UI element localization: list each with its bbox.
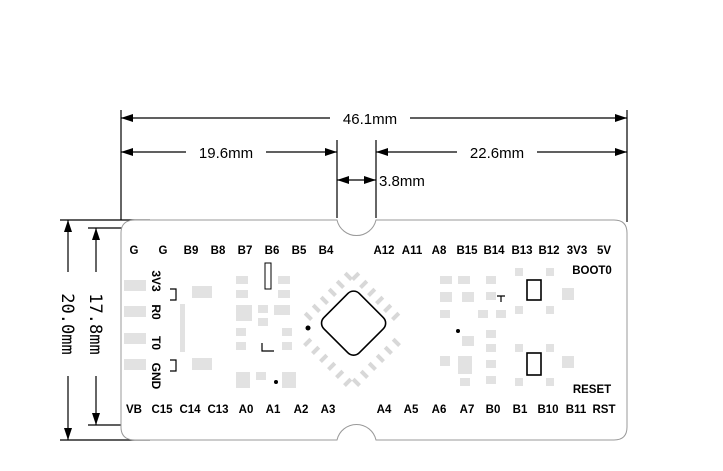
silk-mark — [261, 343, 274, 352]
reset-label: RESET — [573, 384, 611, 396]
boot0-button — [526, 279, 542, 301]
pin-label-top: 3V3 — [567, 245, 587, 257]
pin-label-bottom: A1 — [266, 404, 281, 416]
pin-label-top: A11 — [402, 245, 423, 257]
silk-t-mark — [497, 295, 505, 302]
pin-label-top: B6 — [265, 245, 280, 257]
dim-inner-height: 17.8mm — [85, 228, 105, 425]
pin-label-top: B14 — [483, 245, 505, 257]
pin-label-top: B4 — [319, 245, 334, 257]
pin-label-bottom: C13 — [207, 404, 228, 416]
dim-inner-height-label: 17.8mm — [85, 293, 105, 354]
dim-total-width: 46.1mm — [121, 108, 627, 128]
pin-label-side: GND — [149, 363, 163, 390]
pin-label-bottom: A4 — [377, 404, 392, 416]
dim-left-section: 19.6mm — [121, 142, 337, 162]
pin-label-top: B5 — [292, 245, 307, 257]
pin-label-bottom: B10 — [537, 404, 558, 416]
pin-label-bottom: C14 — [179, 404, 201, 416]
side-pads — [124, 280, 212, 370]
pin-label-top: B13 — [511, 245, 532, 257]
dim-right-section-label: 22.6mm — [470, 145, 524, 162]
dim-right-section: 22.6mm — [376, 142, 627, 162]
pin-label-top: 5V — [597, 245, 611, 257]
dot-marker — [274, 380, 278, 384]
side-pin-column: 3V3 R0 T0 GND — [149, 270, 163, 389]
pin-label-bottom: B0 — [486, 404, 501, 416]
pin-label-top: G — [130, 245, 139, 257]
pin-label-top: B8 — [211, 245, 226, 257]
pin-label-top: A12 — [373, 245, 394, 257]
pin-label-bottom: A7 — [460, 404, 475, 416]
dim-total-height-label: 20.0mm — [57, 293, 77, 354]
pin-label-top: B15 — [456, 245, 478, 257]
pin-label-bottom: C15 — [151, 404, 173, 416]
mcu-body — [320, 290, 387, 357]
pin-label-top: B12 — [538, 245, 559, 257]
pin-label-bottom: A5 — [404, 404, 419, 416]
side-bracket-bottom — [170, 359, 177, 372]
pin-label-bottom: B11 — [566, 404, 587, 416]
dim-left-section-label: 19.6mm — [199, 145, 253, 162]
pin1-dot — [305, 325, 311, 331]
pin-label-side: R0 — [149, 304, 163, 320]
pin-label-top: G — [159, 245, 168, 257]
pin-label-bottom: A6 — [432, 404, 447, 416]
reset-button — [526, 352, 542, 376]
side-bracket-top — [170, 288, 177, 301]
pin-label-side: 3V3 — [149, 270, 163, 292]
dim-total-height: 20.0mm — [57, 220, 77, 440]
top-pin-row: G G B9 B8 B7 B6 B5 B4 A12 A11 A8 B15 B14… — [130, 245, 612, 257]
left-components — [236, 262, 296, 388]
pin-label-bottom: B1 — [513, 404, 528, 416]
pin-label-bottom: A0 — [239, 404, 254, 416]
dot-marker-right — [456, 329, 460, 333]
pin-label-bottom: VB — [126, 404, 142, 416]
boot0-label: BOOT0 — [572, 265, 612, 277]
pin-label-bottom: A3 — [321, 404, 336, 416]
pin-label-top: B7 — [238, 245, 253, 257]
dim-gap-label: 3.8mm — [379, 173, 425, 190]
mcu-chip — [303, 271, 401, 387]
pin-label-side: T0 — [149, 336, 163, 350]
bottom-pin-row: VB C15 C14 C13 A0 A1 A2 A3 A4 A5 A6 A7 B… — [126, 404, 615, 416]
dim-total-width-label: 46.1mm — [343, 111, 397, 128]
right-components — [440, 268, 574, 386]
pin-label-top: A8 — [432, 245, 447, 257]
pin-label-bottom: A2 — [294, 404, 309, 416]
pin-label-bottom: RST — [593, 404, 616, 416]
dim-gap: 3.8mm — [337, 173, 425, 190]
pin-label-top: B9 — [184, 245, 199, 257]
